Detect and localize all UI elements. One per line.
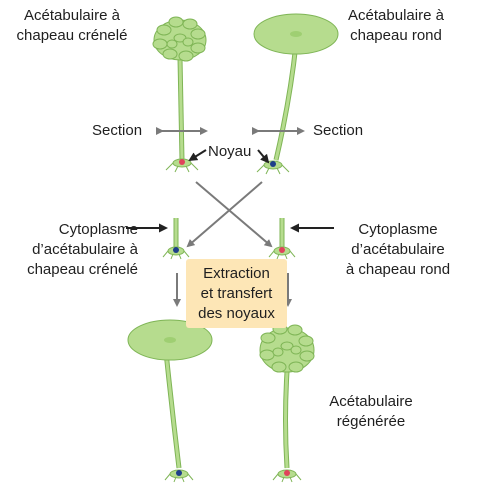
- label-line: Cytoplasme: [58, 221, 138, 238]
- box-line: et transfert: [200, 284, 273, 302]
- extraction-box: Extraction et transfert des noyaux: [186, 259, 287, 328]
- regenerated-crenelated-plant: [259, 323, 315, 483]
- round-cap-icon: [127, 319, 213, 361]
- label-line: chapeau crénelé: [27, 261, 138, 278]
- label-line: Cytoplasme: [358, 221, 438, 238]
- noyau-arrow-right: [257, 149, 270, 164]
- round-plant-top: [253, 13, 339, 175]
- label-top-left: Acétabulaire à chapeau crénelé: [8, 6, 136, 46]
- cross-arrow-1: [195, 181, 273, 248]
- regenerated-round-plant: [127, 319, 213, 483]
- label-section-left: Section: [92, 122, 143, 139]
- label-line: chapeau rond: [350, 27, 442, 44]
- cross-arrow-2: [186, 181, 263, 248]
- round-cap-icon: [253, 13, 339, 55]
- nucleus-icon: [173, 247, 179, 253]
- label-cyto-right: Cytoplasme d’acétabulaire à chapeau rond: [336, 220, 460, 280]
- label-section-right: Section: [313, 122, 364, 139]
- nucleus-icon: [279, 247, 285, 253]
- label-top-right: Acétabulaire à chapeau rond: [336, 6, 456, 46]
- label-line: Acétabulaire à: [24, 7, 120, 24]
- label-regen: Acétabulaire régénérée: [316, 392, 426, 432]
- label-cyto-left: Cytoplasme d’acétabulaire à chapeau crén…: [6, 220, 138, 280]
- label-noyau: Noyau: [208, 143, 252, 160]
- box-line: Extraction: [203, 264, 270, 282]
- crenelated-cap-icon: [259, 323, 315, 373]
- nucleus-icon: [284, 470, 290, 476]
- noyau-arrow-left: [188, 149, 207, 162]
- label-line: chapeau crénelé: [16, 27, 128, 44]
- nucleus-icon: [270, 161, 276, 167]
- cytoplasm-right: [268, 218, 296, 260]
- label-line: d’acétabulaire: [351, 241, 445, 258]
- crenelated-plant-top: [152, 16, 207, 173]
- label-line: à chapeau rond: [345, 261, 451, 278]
- label-line: régénérée: [336, 413, 406, 430]
- box-line: des noyaux: [198, 304, 275, 322]
- label-line: d’acétabulaire à: [32, 241, 138, 258]
- label-line: Acétabulaire: [329, 393, 413, 410]
- nucleus-icon: [179, 159, 185, 165]
- cytoplasm-left: [162, 218, 190, 260]
- nucleus-icon: [176, 470, 182, 476]
- label-line: Acétabulaire à: [348, 7, 444, 24]
- crenelated-cap-icon: [152, 16, 207, 62]
